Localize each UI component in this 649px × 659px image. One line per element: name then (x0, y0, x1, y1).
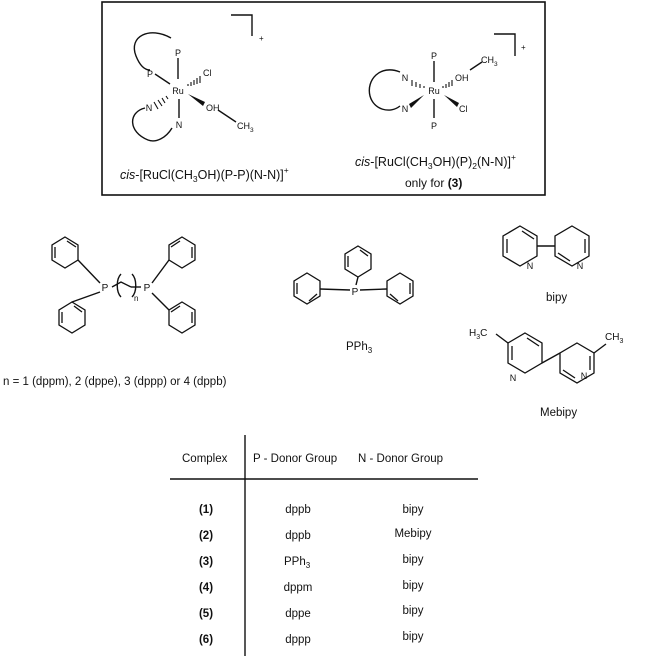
atom-p-left-ligand: P (102, 283, 109, 294)
atom-p-top: P (175, 48, 181, 58)
mebipy-caption: Mebipy (540, 407, 577, 419)
svg-text:bipy: bipy (402, 554, 423, 566)
table-row: (4) dppm bipy (199, 580, 424, 594)
pph3-caption: PPh3 (346, 341, 373, 355)
phenyl-ring-top (344, 245, 372, 278)
mebipy-structure: H3C CH3 N N (469, 328, 623, 384)
ru-cl-hashed-bond (187, 76, 201, 86)
ru-cl-wedge-b (444, 95, 459, 107)
svg-text:(5): (5) (199, 608, 213, 620)
atom-n-bottom-b: N (402, 104, 409, 114)
table-header-n-donor: N - Donor Group (358, 453, 443, 465)
svg-text:dppe: dppe (285, 608, 311, 620)
svg-text:PPh3: PPh3 (284, 556, 311, 570)
bipy-structure: N N (502, 225, 590, 271)
svg-text:dppp: dppp (285, 634, 311, 646)
complex-b-formula: cis-[RuCl(CH3OH)(P)2(N-N)]+ (355, 152, 516, 171)
complex-b-structure: P N Ru OH CH3 N Cl P + (368, 33, 526, 131)
ru-n-bottom-wedge-b (409, 95, 424, 108)
ru-p-left-bond (154, 73, 171, 85)
table-header-p-donor: P - Donor Group (253, 453, 337, 465)
nn-chelate-arc (131, 107, 173, 142)
svg-text:(4): (4) (199, 582, 213, 594)
svg-text:dppm: dppm (284, 582, 313, 594)
phenyl-ring-left (293, 272, 321, 305)
pyridine-ring-right (554, 225, 590, 267)
chain-n-subscript: n (134, 294, 138, 303)
svg-text:bipy: bipy (402, 631, 423, 643)
phenyl-ring-lower-right (168, 301, 196, 334)
svg-text:dppb: dppb (285, 504, 311, 516)
ru-oh-hashed-bond-b (442, 80, 453, 88)
charge-a: + (259, 34, 264, 43)
pyridine-ring-left-me (507, 332, 543, 374)
o-ch3-bond-b (469, 61, 483, 71)
complex-a-structure: P P Cl Ru N N OH CH3 + (131, 14, 264, 142)
atom-p-pph3: P (352, 287, 359, 298)
diphosphine-caption: n = 1 (dppm), 2 (dppe), 3 (dppp) or 4 (d… (3, 376, 227, 388)
phenyl-ring-upper-left (51, 236, 79, 269)
table-header-complex: Complex (182, 453, 228, 465)
atom-n-top-b: N (402, 73, 409, 83)
atom-n-bipy-right: N (577, 261, 584, 271)
atom-oh-b: OH (455, 73, 469, 83)
complexes-frame (101, 1, 546, 196)
pph3-structure: P (293, 245, 414, 305)
methyl-left: H3C (469, 328, 487, 341)
atom-cl: Cl (203, 68, 212, 78)
ru-oh-wedge-bond (188, 94, 205, 106)
methylene-chain (111, 281, 132, 288)
ru-n-top-hashed-bond-b (411, 80, 425, 88)
table-row: (1) dppb bipy (199, 504, 424, 516)
atom-p-bottom-b: P (431, 121, 437, 131)
table-row: (6) dppp bipy (199, 631, 424, 646)
ru-n-left-hashed-bond (153, 95, 169, 110)
atom-n-mebipy-left: N (510, 373, 517, 383)
complex-a-formula: cis-[RuCl(CH3OH)(P-P)(N-N)]+ (120, 165, 289, 184)
svg-text:Mebipy: Mebipy (394, 528, 431, 540)
atom-cl-b: Cl (459, 104, 468, 114)
atom-n-bottom: N (176, 120, 183, 130)
atom-n-left: N (146, 103, 153, 113)
atom-n-bipy-left: N (527, 261, 534, 271)
svg-text:dppb: dppb (285, 530, 311, 542)
atom-oh: OH (206, 103, 220, 113)
atom-ch3-b: CH3 (481, 55, 498, 68)
atom-p-left: P (147, 69, 153, 79)
atom-n-mebipy-right: N (581, 371, 588, 381)
charge-bracket-b (494, 33, 516, 56)
charge-b: + (521, 43, 526, 52)
svg-text:(3): (3) (199, 556, 213, 568)
nn-chelate-arc-b (368, 69, 401, 111)
o-ch3-bond (217, 109, 237, 123)
table-row: (5) dppe bipy (199, 605, 424, 620)
pp-chelate-arc (133, 32, 172, 71)
svg-text:(1): (1) (199, 504, 213, 516)
table-row: (2) dppb Mebipy (199, 528, 432, 542)
complex-b-note: only for (3) (405, 176, 462, 190)
pyridine-ring-left (502, 225, 538, 267)
phenyl-ring-right (386, 272, 414, 305)
diphosphine-ligand-structure: P P n (51, 236, 196, 334)
atom-p-right-ligand: P (144, 283, 151, 294)
pyridine-ring-right-me (559, 342, 595, 384)
svg-text:(2): (2) (199, 530, 213, 542)
methyl-right: CH3 (605, 332, 623, 345)
bipy-caption: bipy (546, 292, 567, 304)
atom-ru-b: Ru (428, 86, 440, 96)
atom-ch3: CH3 (237, 121, 254, 134)
table-row: (3) PPh3 bipy (199, 554, 424, 570)
svg-text:bipy: bipy (402, 605, 423, 617)
atom-p-top-b: P (431, 51, 437, 61)
svg-text:(6): (6) (199, 634, 213, 646)
svg-text:bipy: bipy (402, 504, 423, 516)
atom-ru: Ru (172, 86, 184, 96)
phenyl-ring-upper-right (168, 236, 196, 269)
svg-text:bipy: bipy (402, 580, 423, 592)
complexes-table: Complex P - Donor Group N - Donor Group … (170, 435, 478, 656)
phenyl-ring-lower-left (58, 301, 86, 334)
charge-bracket-a (231, 14, 253, 36)
